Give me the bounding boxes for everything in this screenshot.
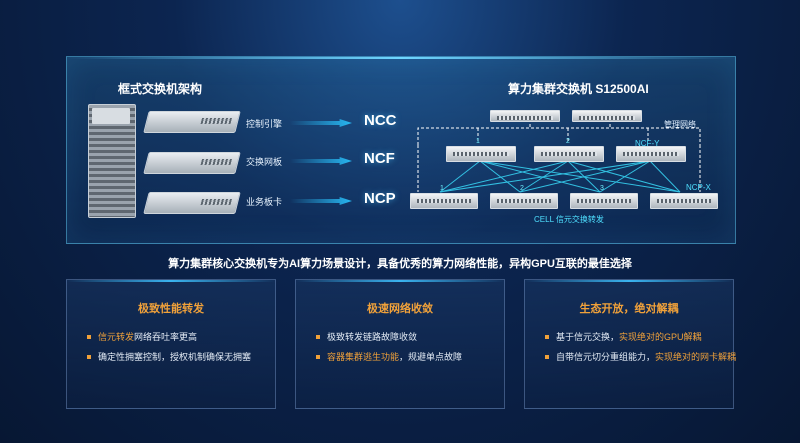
ncp-switch-image (410, 193, 478, 209)
bullet-icon (545, 334, 549, 339)
cell-forwarding-label: CELL 信元交换转发 (534, 215, 604, 224)
feature-item: 自带信元切分重组能力，实现绝对的网卡解耦 (545, 350, 736, 363)
ncf-index: 2 (566, 138, 570, 145)
feature-title: 极致性能转发 (138, 303, 204, 315)
bullet-icon (316, 334, 320, 339)
bullet-icon (87, 334, 91, 339)
fabric-card-label: 交换网板 (246, 157, 283, 167)
arrow-icon (290, 197, 352, 205)
ncf-switch-image (616, 146, 686, 162)
ncp-index: 3 (600, 185, 604, 192)
ncp-label: NCP (364, 190, 396, 207)
feature-item: 极致转发链路故障收敛 (316, 330, 417, 343)
cluster-switch-title: 算力集群交换机 S12500AI (508, 82, 649, 96)
chassis-rack-image (88, 104, 136, 218)
ncp-switch-image (570, 193, 638, 209)
ncp-index: 1 (440, 185, 444, 192)
ncf-label: NCF (364, 150, 395, 167)
ncc-label: NCC (364, 112, 397, 129)
arrow-icon (290, 119, 352, 127)
ncf-index: 1 (476, 138, 480, 145)
feature-title: 极速网络收敛 (367, 303, 433, 315)
management-switch-image (572, 110, 642, 122)
feature-title: 生态开放，绝对解耦 (579, 303, 679, 315)
feature-box-decoupling: 生态开放，绝对解耦 基于信元交换，实现绝对的GPU解耦 自带信元切分重组能力，实… (524, 279, 736, 409)
bullet-icon (545, 354, 549, 359)
feature-item: 容器集群逃生功能，规避单点故障 (316, 350, 462, 363)
bullet-icon (316, 354, 320, 359)
chassis-architecture-title: 框式交换机架构 (118, 82, 203, 96)
control-engine-label: 控制引擎 (246, 119, 283, 129)
ncp-switch-image (490, 193, 558, 209)
management-network-label: 管理网络 (664, 120, 696, 129)
management-switch-image (490, 110, 560, 122)
ncf-y-label: NCF-Y (635, 139, 660, 148)
ncf-switch-image (446, 146, 516, 162)
bullet-icon (87, 354, 91, 359)
ncp-switch-image (650, 193, 718, 209)
feature-box-convergence: 极速网络收敛 极致转发链路故障收敛 容器集群逃生功能，规避单点故障 (295, 279, 505, 409)
line-card-label: 业务板卡 (246, 197, 283, 207)
arrow-icon (290, 157, 352, 165)
feature-box-performance: 极致性能转发 信元转发网络吞吐率更高 确定性拥塞控制，授权机制确保无拥塞 (66, 279, 276, 409)
ncf-switch-image (534, 146, 604, 162)
summary-caption: 算力集群核心交换机专为AI算力场景设计，具备优秀的算力网络性能，异构GPU互联的… (168, 258, 632, 270)
feature-item: 确定性拥塞控制，授权机制确保无拥塞 (87, 350, 251, 363)
feature-item: 信元转发网络吞吐率更高 (87, 330, 197, 343)
feature-item: 基于信元交换，实现绝对的GPU解耦 (545, 330, 702, 343)
ncp-index: 2 (520, 185, 524, 192)
ncp-x-label: NCP-X (686, 183, 711, 192)
